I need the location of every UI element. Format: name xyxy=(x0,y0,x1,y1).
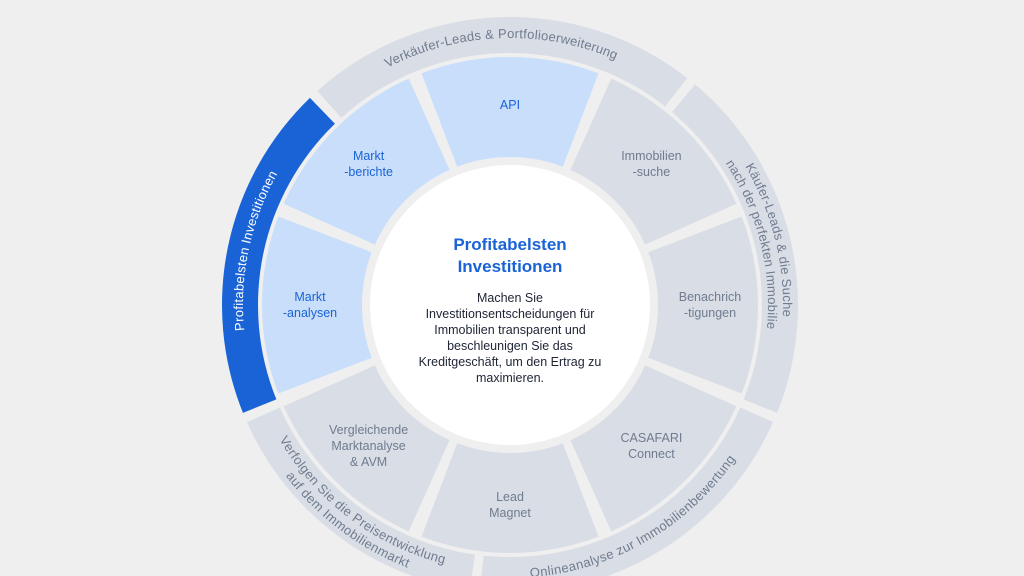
hub-title: Profitabelsten Investitionen xyxy=(453,235,567,276)
segment-marktberichte[interactable] xyxy=(283,78,450,245)
segment-label-vergleichende-marktanalyse: Vergleichende Marktanalyse & AVM xyxy=(328,423,409,470)
segment-label-marktanalysen: Markt -analysen xyxy=(282,290,338,320)
segment-label-immobiliensuche: Immobilien -suche xyxy=(621,148,682,179)
segment-label-lead-magnet: Lead Magnet xyxy=(489,490,531,520)
segment-api[interactable] xyxy=(421,57,599,167)
outer-ring-onlineanalyse[interactable] xyxy=(480,407,774,576)
segment-vergleichende-marktanalyse[interactable] xyxy=(283,365,450,532)
segment-label-api: API xyxy=(499,98,521,112)
segment-label-marktberichte: Markt -berichte xyxy=(344,148,393,179)
segment-lead-magnet[interactable] xyxy=(421,443,599,553)
segment-label-casafari-connect: CASAFARI Connect xyxy=(620,431,683,462)
outer-ring-verkaeufer-leads[interactable] xyxy=(317,16,688,118)
segment-benachrichtigungen[interactable] xyxy=(648,216,758,394)
segment-casafari-connect[interactable] xyxy=(570,365,737,532)
segment-marktanalysen[interactable] xyxy=(262,216,372,394)
hub-description: Machen Sie Investitionsentscheidungen fü… xyxy=(418,291,602,385)
segment-immobiliensuche[interactable] xyxy=(570,78,737,245)
outer-ring-kaeufer-leads[interactable] xyxy=(671,84,798,413)
outer-ring-preisentwicklung[interactable] xyxy=(246,407,475,576)
outer-ring-profitabelsten[interactable] xyxy=(222,97,335,413)
hub-circle xyxy=(370,165,650,445)
segment-label-benachrichtigungen: Benachrich -tigungen xyxy=(678,290,742,320)
